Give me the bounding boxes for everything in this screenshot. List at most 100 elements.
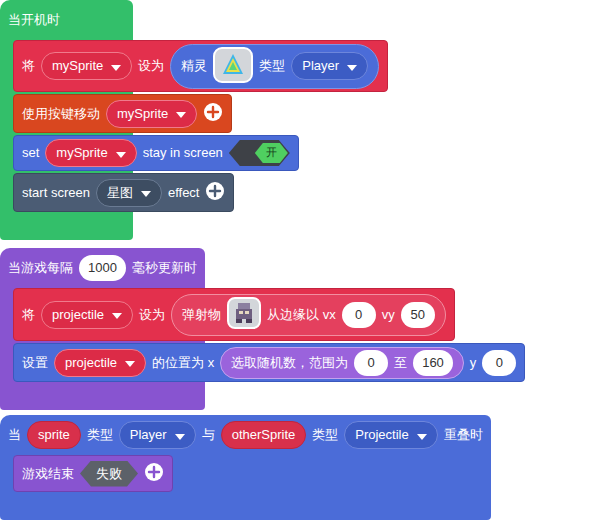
reporter-block: 精灵 类型 Player <box>170 44 379 89</box>
block-label: 精灵 <box>181 58 207 74</box>
statement-block: 将 mySprite 设为 精灵 类型 Player <box>13 40 388 92</box>
proj-image <box>227 297 261 332</box>
block-label: 与 <box>202 427 215 443</box>
block-header: 当 sprite 类型 Player 与 otherSprite 类型 Projectile 重… <box>0 415 491 455</box>
block-header: 当开机时 <box>0 0 133 40</box>
block-label: 开 <box>266 146 277 159</box>
block-label: stay in screen <box>143 145 223 161</box>
block-label: 50 <box>410 307 424 323</box>
variable-dropdown: projectile <box>54 349 146 377</box>
parameter-reporter: sprite <box>27 421 81 449</box>
arrow-image <box>141 185 151 200</box>
number-field: 0 <box>354 350 388 376</box>
number-field: 0 <box>342 302 376 328</box>
block-label: set <box>22 145 39 161</box>
block-label: 1000 <box>88 260 117 276</box>
block-label: Player <box>302 58 339 74</box>
block-label: 选取随机数，范围为 <box>231 355 348 371</box>
block-label: 160 <box>422 355 444 371</box>
event-block: 当 sprite 类型 Player 与 otherSprite 类型 Projectile 重… <box>0 415 491 520</box>
block-label: vy <box>382 307 395 323</box>
arrow-image <box>116 146 126 161</box>
block-label: sprite <box>38 427 70 443</box>
block-label: mySprite <box>117 106 168 122</box>
block-label: otherSprite <box>232 427 296 443</box>
block-label: projectile <box>65 355 117 371</box>
add-button <box>205 181 225 204</box>
block-label: 毫秒更新时 <box>132 260 197 276</box>
arrow-image <box>111 59 121 74</box>
block-label: 0 <box>355 307 362 323</box>
block-label: start screen <box>22 185 90 201</box>
block-label: effect <box>168 185 200 201</box>
block-label: 从边缘以 vx <box>267 307 336 323</box>
arrow-image <box>125 355 135 370</box>
block-label: 使用按键移动 <box>22 106 100 122</box>
statement-block: 游戏结束 失败 <box>13 455 173 492</box>
block-header: 当游戏每隔 1000 毫秒更新时 <box>0 248 205 288</box>
toggle-knob: 开 <box>255 143 288 163</box>
block-label: 当 <box>8 427 21 443</box>
block-label: 游戏结束 <box>22 466 74 482</box>
reporter-block: 弹射物 从边缘以 vx 0 vy 50 <box>171 294 446 336</box>
block-footer <box>0 384 205 410</box>
block-label: 设置 <box>22 355 48 371</box>
number-field: 50 <box>401 302 435 328</box>
statement-block: start screen 星图 effect <box>13 173 234 212</box>
dropdown-field: Projectile <box>344 421 437 449</box>
block-label: Projectile <box>355 427 408 443</box>
arrow-image <box>176 106 186 121</box>
statement-block: 使用按键移动 mySprite <box>13 94 232 133</box>
add-button <box>144 462 164 485</box>
variable-dropdown: projectile <box>41 301 133 329</box>
block-label: 弹射物 <box>182 307 221 323</box>
dropdown-field: Player <box>291 52 368 80</box>
block-label: projectile <box>52 307 104 323</box>
block-footer <box>0 494 491 520</box>
block-label: Player <box>130 427 167 443</box>
variable-dropdown: mySprite <box>106 100 197 128</box>
block-label: 重叠时 <box>444 427 483 443</box>
block-label: 的位置为 x <box>152 355 214 371</box>
block-label: 当开机时 <box>8 12 60 28</box>
sprite-image <box>213 47 253 86</box>
block-label: y <box>470 355 477 371</box>
statement-block: set mySprite stay in screen 开 <box>13 135 299 171</box>
event-block: 当开机时将mySprite设为精灵类型Player使用按键移动mySprites… <box>0 0 133 240</box>
number-field: 1000 <box>79 255 126 281</box>
variable-dropdown: mySprite <box>41 52 132 80</box>
variable-dropdown: mySprite <box>45 139 136 167</box>
dropdown-field: Player <box>119 421 196 449</box>
block-label: 设为 <box>138 58 164 74</box>
block-label: 当游戏每隔 <box>8 260 73 276</box>
number-field: 160 <box>413 350 453 376</box>
arrow-image <box>347 59 357 74</box>
block-label: 0 <box>368 355 375 371</box>
block-label: 类型 <box>259 58 285 74</box>
number-field: 0 <box>482 350 516 376</box>
block-label: 将 <box>22 58 35 74</box>
arrow-image <box>112 307 122 322</box>
block-label: 至 <box>394 355 407 371</box>
block-label: 失败 <box>96 466 122 482</box>
block-label: 设为 <box>139 307 165 323</box>
block-footer <box>0 214 133 240</box>
toggle-switch: 开 <box>229 140 290 166</box>
block-label: mySprite <box>56 145 107 161</box>
arrow-image <box>175 428 185 443</box>
block-label: 类型 <box>87 427 113 443</box>
event-block: 当游戏每隔1000毫秒更新时将projectile设为弹射物从边缘以 vx0vy… <box>0 248 205 410</box>
block-label: 0 <box>496 355 503 371</box>
parameter-reporter: otherSprite <box>221 421 307 449</box>
block-label: mySprite <box>52 58 103 74</box>
reporter-block: 选取随机数，范围为 0 至 160 <box>220 347 464 379</box>
statement-block: 将 projectile 设为 弹射物 从边缘以 vx 0 vy 50 <box>13 288 455 341</box>
dropdown-field: 星图 <box>96 179 162 207</box>
statement-block: 设置 projectile 的位置为 x 选取随机数，范围为 0 至 160 y 0 <box>13 343 525 382</box>
boolean-field: 失败 <box>80 461 138 487</box>
block-label: 将 <box>22 307 35 323</box>
arrow-image <box>417 428 427 443</box>
block-label: 类型 <box>312 427 338 443</box>
add-button <box>203 102 223 125</box>
block-label: 星图 <box>107 185 133 201</box>
